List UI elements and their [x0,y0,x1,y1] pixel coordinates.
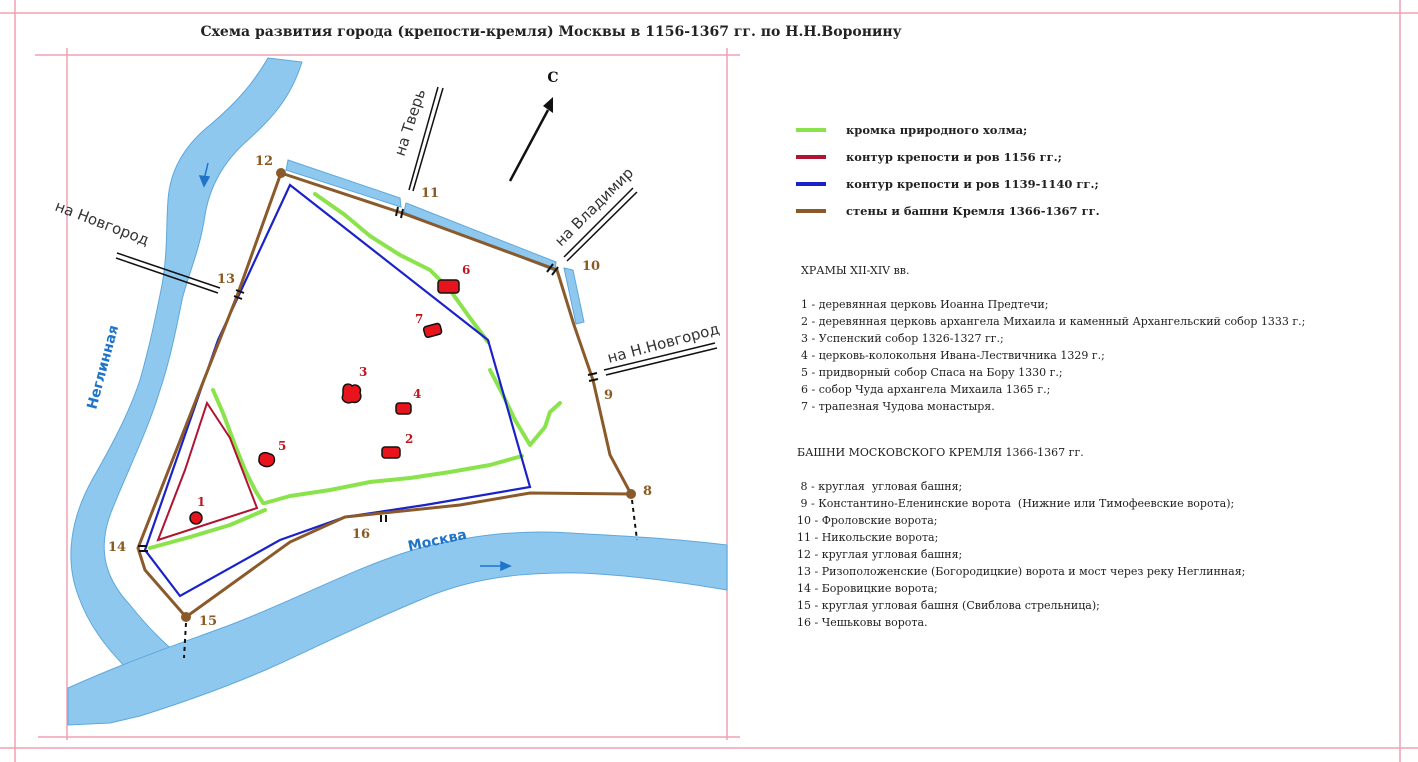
temple-markers [189,279,460,525]
moat-nikolskaya [285,159,402,208]
tower-15-dot [181,612,191,622]
temple-number-4: 4 [413,387,421,401]
wall-gates [138,206,599,552]
temple-4-marker [395,402,412,415]
towers-item-12: 12 - круглая угловая башня; [797,548,962,561]
fortress-1139-outline [143,183,532,598]
temple-number-3: 3 [359,365,367,379]
temples-item-6: 6 - собор Чуда архангела Михаила 1365 г.… [801,383,1050,396]
temple-1-marker [189,511,203,525]
temple-number-6: 6 [462,263,470,277]
fortress-1156-outline [156,400,259,542]
legend-label-fortress-1156: контур крепости и ров 1156 гг.; [846,150,1062,164]
map-title: Схема развития города (крепости-кремля) … [200,24,901,40]
north-arrow-icon [508,97,553,182]
tower-dashed-extensions [183,499,638,659]
towers-item-10: 10 - Фроловские ворота; [797,514,938,527]
tower-number-13: 13 [217,272,235,287]
tower-number-8: 8 [643,484,652,499]
tower-number-9: 9 [604,388,613,403]
towers-item-14: 14 - Боровицкие ворота; [797,582,938,595]
temple-3-marker [341,383,362,404]
temple-6-marker [437,279,460,294]
round-towers [181,168,636,622]
temple-5-marker [258,451,276,468]
temples-item-5: 5 - придворный собор Спаса на Бору 1330 … [801,366,1063,379]
temple-number-2: 2 [405,432,413,446]
temples-item-4: 4 - церковь-колокольня Ивана-Лествичника… [801,349,1105,362]
legend: кромка природного холма; контур крепости… [796,123,1100,218]
tower-number-15: 15 [199,614,217,629]
temple-number-7: 7 [415,312,423,326]
temple-number-1: 1 [197,495,205,509]
temples-item-1: 1 - деревянная церковь Иоанна Предтечи; [801,298,1048,311]
tower-number-10: 10 [582,259,600,274]
moskva-flow-arrow-icon [480,560,512,572]
neglinnaya-flow-arrow-icon [198,162,211,188]
towers-item-15: 15 - круглая угловая башня (Свиблова стр… [797,599,1100,612]
tower-number-14: 14 [108,540,126,555]
towers-item-13: 13 - Ризоположенские (Богородицкие) воро… [797,565,1245,578]
towers-list: БАШНИ МОСКОВСКОГО КРЕМЛЯ 1366-1367 гг. 8… [797,446,1245,629]
north-label: С [547,70,558,86]
tower-12-dot [276,168,286,178]
tower-number-12: 12 [255,154,273,169]
kremlin-walls [136,171,634,620]
towers-item-8: 8 - круглая угловая башня; [797,480,962,493]
tower-number-16: 16 [352,527,370,542]
moskva-river [67,531,728,726]
towers-item-11: 11 - Никольские ворота; [797,531,938,544]
legend-label-hill-edge: кромка природного холма; [846,123,1027,137]
towers-item-9: 9 - Константино-Еленинские ворота (Нижни… [797,497,1234,510]
road-label-vladimir: на Владимир [551,164,637,250]
towers-item-16: 16 - Чешьковы ворота. [797,616,928,629]
roads [115,86,718,376]
legend-label-kremlin-walls: стены и башни Кремля 1366-1367 гг. [846,204,1100,218]
temple-number-5: 5 [278,439,286,453]
temples-item-3: 3 - Успенский собор 1326-1327 гг.; [801,332,1004,345]
temple-numbers: 1 2 3 4 5 6 7 [197,263,470,509]
towers-heading: БАШНИ МОСКОВСКОГО КРЕМЛЯ 1366-1367 гг. [797,446,1084,459]
moat-frolovskaya [563,267,585,325]
tower-8-dot [626,489,636,499]
temple-7-marker [422,322,443,338]
temples-item-2: 2 - деревянная церковь архангела Михаила… [801,315,1305,328]
tower-number-11: 11 [421,186,439,201]
map-frame [35,48,740,740]
temples-heading: ХРАМЫ XII-XIV вв. [801,264,910,277]
road-label-nnovgorod: на Н.Новгород [605,320,721,367]
legend-label-fortress-1139: контур крепости и ров 1139-1140 гг.; [846,177,1099,191]
temple-2-marker [381,446,401,459]
river-label-neglinnaya: Неглинная [84,323,122,411]
temples-item-7: 7 - трапезная Чудова монастыря. [801,400,995,413]
tower-numbers: 8 9 10 11 12 13 14 15 16 [108,154,652,629]
road-label-tver: на Тверь [391,87,430,159]
temples-list: ХРАМЫ XII-XIV вв. 1 - деревянная церковь… [801,264,1305,413]
rivers [67,57,728,726]
